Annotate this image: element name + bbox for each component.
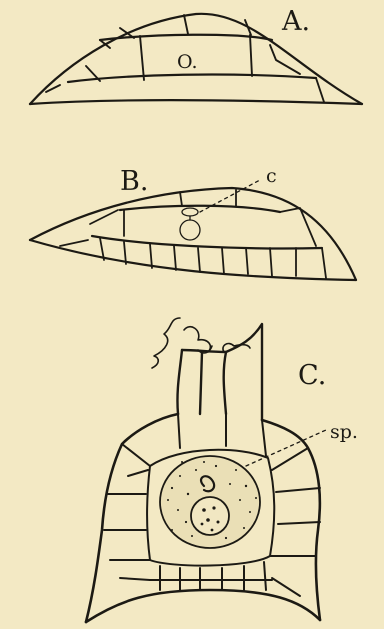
panel-b-canal-cell — [180, 208, 200, 240]
panel-b-label: B. — [120, 166, 148, 197]
panel-a: A. O. — [30, 6, 362, 104]
panel-b: B. c — [30, 165, 356, 280]
panel-b-c-label: c — [266, 165, 277, 187]
panel-c-egg-nucleus — [191, 497, 229, 535]
panel-c-egg-cell — [160, 456, 260, 548]
panel-c-label: C. — [298, 360, 326, 391]
panel-c-sp-label: sp. — [330, 421, 358, 443]
panel-c: C. sp. — [86, 318, 358, 622]
panel-b-cell-walls — [60, 190, 326, 278]
panel-c-neck — [177, 324, 262, 420]
panel-a-egg-cell-label: O. — [177, 51, 198, 73]
panel-b-archegonium-outline — [30, 188, 356, 280]
panel-a-label: A. — [281, 6, 310, 37]
